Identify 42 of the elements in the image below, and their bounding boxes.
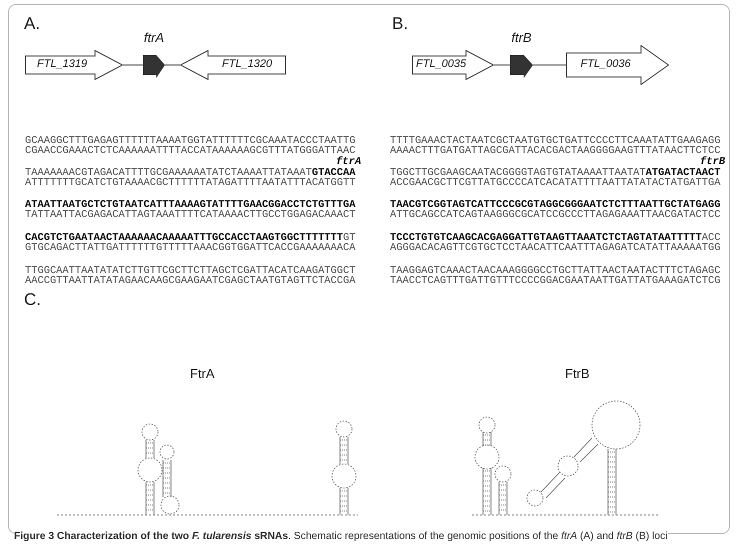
dna-sequence: TTGGCAATTAATATATCTTGTTCGCTTCTTAGCTCGATTACATCAAGATGGCT (25, 266, 356, 277)
dna-sequence: TAAGGAGTCAAACTAACAAAGGGGCCTGCTTATTAACTAATACTTTCTAGAGC (390, 266, 720, 277)
dna-sequence: GTGCAGACTTATTGATTTTTTGTTTTTAAACGGTGGATTCACCGAAAAAAACA (25, 243, 356, 254)
gene-arrow (412, 50, 494, 80)
dna-sequence: AGGGACACAGTTCGTGCTCCTAACATTCAATTTAGAGATCATATTAAAAATGG (390, 243, 720, 254)
dna-sequence: TAAAAAAACGTAGACATTTTGCGAAAAAATATCTAAAATTATAAATGTACCAA (25, 168, 356, 179)
gene-label: ftrA (336, 157, 362, 167)
dna-sequence: AACCGTTAATTATATAGAACAAGCGAAGAATCGAGCTAATGTAGTTCTACCGA (25, 276, 356, 287)
gene-name: FTL_0035 (416, 58, 466, 70)
structure-title: FtrB (565, 366, 590, 381)
connector-line (532, 64, 566, 66)
dna-sequence: GCAAGGCTTTGAGAGTTTTTTAAAATGGTATTTTTTCGCAAATACCCTAATTG (25, 136, 356, 147)
gene-name: ftrB (510, 30, 533, 45)
dna-sequence: TTTTGAAACTACTAATCGCTAATGTGCTGATTCCCCTTCAAATATTGAAGAGG (390, 136, 720, 147)
dna-sequence: TCCCTGTGTCAAGCACGAGGATTGTAAGTTAAATCTCTAGTATAATTTTTACC (390, 233, 720, 244)
connector-line (494, 64, 510, 66)
dna-sequence: TAACCTCAGTTTGATTGTTTCCCCGGACGAATAATTGATTATGAAAGATCTCG (390, 276, 720, 287)
dna-sequence: CGAACCGAAACTCTCAAAAAATTTTACCATAAAAAAGCGTTTATGGGATTAAC (25, 146, 356, 157)
gene-arrow (180, 50, 286, 80)
gene-arrow (566, 45, 669, 85)
gene-name: FTL_1319 (37, 58, 88, 70)
panel-letter: B. (392, 14, 408, 34)
connector-line (164, 64, 180, 66)
dna-sequence: CACGTCTGAATAACTAAAAAACAAAAATTTGCCACCTAAGTGGCTTTTTTTGT (25, 233, 356, 244)
panel-letter: A. (24, 14, 40, 34)
structure-title: FtrA (190, 366, 215, 381)
dna-sequence: ACCGAACGCTTCGTTATGCCCCATCACATATTTTAATTATATACTATGATTGA (390, 178, 720, 189)
dna-sequence: AAAACTTTGATGATTAGCGATTACACGACTAAGGGGAAGTTTATAACTTCTCC (390, 146, 720, 157)
gene-arrow (25, 50, 123, 80)
dna-sequence: TGGCTTGCGAAGCAATACGGGGTAGTGTATAAAATTAATATATGATACTAACT (390, 168, 720, 179)
dna-sequence: ATTGCAGCCATCAGTAAGGGCGCATCCGCCCTTAGAGAAATTAACGATACTCC (390, 210, 720, 221)
dna-sequence: TAACGTCGGTAGTCATTCCCGCGTAGGCGGGAATCTCTTTAATTGCTATGAGG (390, 200, 720, 211)
figure-caption: Figure 3 Characterization of the two F. tularensis sRNAs. Schematic representations of the genomic positions of the ftrA (A) and ftrB (B) loci (14, 531, 668, 542)
gene-label: ftrB (700, 157, 726, 167)
dna-sequence: ATAATTAATGCTCTGTAATCATTTAAAAGTATTTTGAACGGACCTCTGTTTGA (25, 200, 356, 211)
gene-name: FTL_0036 (580, 58, 631, 70)
dna-sequence: TATTAATTACGAGACATTAGTAAATTTTCATAAAACTTGCCTGGAGACAAACT (25, 210, 356, 221)
connector-line (122, 64, 144, 66)
panel-letter: C. (24, 290, 41, 310)
dna-sequence: ATTTTTTTGCATCTGTAAAACGCTTTTTTATAGATTTTAATATTTACATGGTT (25, 178, 356, 189)
gene-name: ftrA (142, 30, 166, 45)
gene-name: FTL_1320 (222, 58, 272, 70)
